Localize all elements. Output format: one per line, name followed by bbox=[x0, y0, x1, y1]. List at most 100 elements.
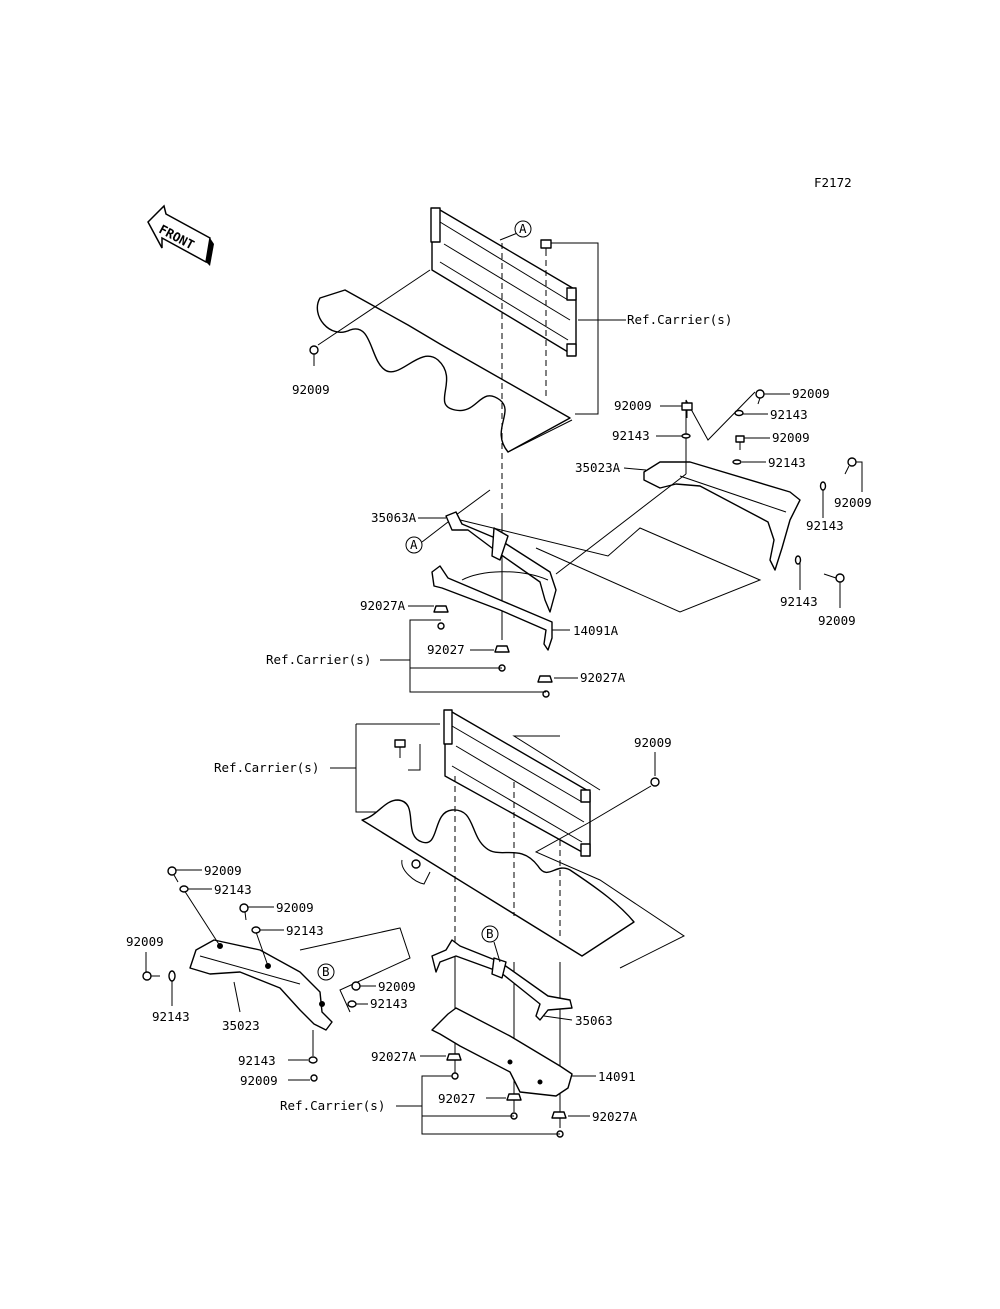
bolt-icon bbox=[823, 573, 845, 583]
upper-bed-panel bbox=[316, 289, 573, 453]
bolt-icon bbox=[755, 389, 765, 405]
leader-line bbox=[317, 269, 431, 346]
part-label: 92027A bbox=[360, 598, 406, 613]
leader-line bbox=[355, 724, 376, 813]
callout-circle-a bbox=[405, 536, 423, 554]
leader-line bbox=[534, 785, 685, 969]
leader-line bbox=[183, 889, 221, 947]
washer-icon bbox=[732, 459, 742, 465]
bolt-icon bbox=[394, 739, 406, 758]
part-label: 92143 bbox=[768, 455, 806, 470]
leader-line bbox=[623, 467, 647, 471]
lower-tailgate-frame bbox=[443, 709, 591, 857]
part-label: 92009 bbox=[292, 382, 330, 397]
bracket-35063 bbox=[431, 939, 573, 1021]
part-label: 92009 bbox=[204, 863, 242, 878]
bolt-icon bbox=[681, 402, 693, 418]
front-arrow-icon: FRONT bbox=[147, 204, 214, 266]
part-label: 35023A bbox=[575, 460, 621, 475]
bolt-icon bbox=[310, 1074, 318, 1082]
part-label: 92143 bbox=[612, 428, 650, 443]
nut-icon bbox=[433, 605, 449, 613]
bolt-icon bbox=[309, 345, 319, 366]
part-label: 14091A bbox=[573, 623, 619, 638]
callout-a-label: A bbox=[519, 221, 527, 236]
nut-icon bbox=[446, 1053, 462, 1061]
bolt-icon bbox=[650, 777, 660, 787]
leader-line bbox=[299, 927, 411, 1013]
leader-line bbox=[421, 521, 449, 543]
leader-line bbox=[856, 461, 863, 492]
leader-line bbox=[408, 744, 421, 771]
part-label: 92143 bbox=[770, 407, 808, 422]
leader-line bbox=[493, 941, 501, 963]
part-label: 92143 bbox=[214, 882, 252, 897]
part-label: 92009 bbox=[772, 430, 810, 445]
part-label: 92027A bbox=[371, 1049, 417, 1064]
part-label: 92027 bbox=[427, 642, 465, 657]
part-label: 92143 bbox=[152, 1009, 190, 1024]
nut-icon bbox=[506, 1093, 522, 1101]
lower-bed-panel bbox=[361, 799, 635, 957]
ref-carrier-label: Ref.Carrier(s) bbox=[214, 760, 319, 775]
figure-code: F2172 bbox=[814, 175, 852, 190]
part-label: 92009 bbox=[126, 934, 164, 949]
leader-line bbox=[555, 473, 687, 575]
ref-carrier-label: Ref.Carrier(s) bbox=[280, 1098, 385, 1113]
washer-icon bbox=[308, 1056, 318, 1064]
part-label: 92009 bbox=[614, 398, 652, 413]
guard-14091 bbox=[431, 1007, 573, 1097]
callout-a-label-lower: A bbox=[410, 537, 418, 552]
callout-circle-b bbox=[481, 925, 499, 943]
callout-circle-a bbox=[514, 220, 532, 238]
bolt-icon bbox=[239, 903, 249, 921]
nut-icon bbox=[451, 1072, 459, 1080]
leader-line bbox=[255, 931, 269, 967]
part-label: 92143 bbox=[370, 996, 408, 1011]
callout-b-label-lower: B bbox=[486, 926, 494, 941]
part-label: 92027A bbox=[592, 1109, 638, 1124]
part-label: 35063 bbox=[575, 1013, 613, 1028]
nut-icon bbox=[537, 675, 553, 683]
rear-fender-35023 bbox=[189, 939, 333, 1031]
washer-icon bbox=[168, 970, 176, 982]
leader-line bbox=[543, 1015, 573, 1021]
washer-icon bbox=[681, 433, 691, 439]
leader-line bbox=[512, 735, 601, 791]
leader-line bbox=[551, 242, 599, 415]
part-label: 92009 bbox=[834, 495, 872, 510]
bolt-icon bbox=[351, 981, 361, 991]
ref-carrier-label: Ref.Carrier(s) bbox=[627, 312, 732, 327]
part-label: 35023 bbox=[222, 1018, 260, 1033]
part-label: 92009 bbox=[634, 735, 672, 750]
leader-line bbox=[233, 981, 241, 1013]
upper-tailgate-frame bbox=[430, 207, 577, 357]
nut-icon bbox=[437, 622, 445, 630]
callout-b-label: B bbox=[322, 964, 330, 979]
bolt-icon bbox=[735, 435, 745, 450]
washer-icon bbox=[179, 885, 189, 893]
bracket-35063a bbox=[445, 511, 557, 613]
part-label: 92143 bbox=[806, 518, 844, 533]
part-label: 14091 bbox=[598, 1069, 636, 1084]
washer-icon bbox=[819, 481, 827, 491]
leader-line bbox=[409, 619, 546, 693]
guard-14091a bbox=[431, 565, 553, 651]
part-label: 92027A bbox=[580, 670, 626, 685]
nut-icon bbox=[494, 645, 510, 653]
part-label: 92009 bbox=[276, 900, 314, 915]
part-label: 92009 bbox=[792, 386, 830, 401]
part-label: 92143 bbox=[780, 594, 818, 609]
part-label: 92143 bbox=[238, 1053, 276, 1068]
ref-carrier-label: Ref.Carrier(s) bbox=[266, 652, 371, 667]
part-label: 92009 bbox=[818, 613, 856, 628]
bolt-icon bbox=[167, 866, 179, 883]
nut-icon bbox=[551, 1111, 567, 1119]
leader-line bbox=[421, 1075, 560, 1135]
part-label: 92143 bbox=[286, 923, 324, 938]
washer-icon bbox=[251, 926, 261, 934]
washer-icon bbox=[794, 555, 802, 565]
part-label: 92009 bbox=[240, 1073, 278, 1088]
